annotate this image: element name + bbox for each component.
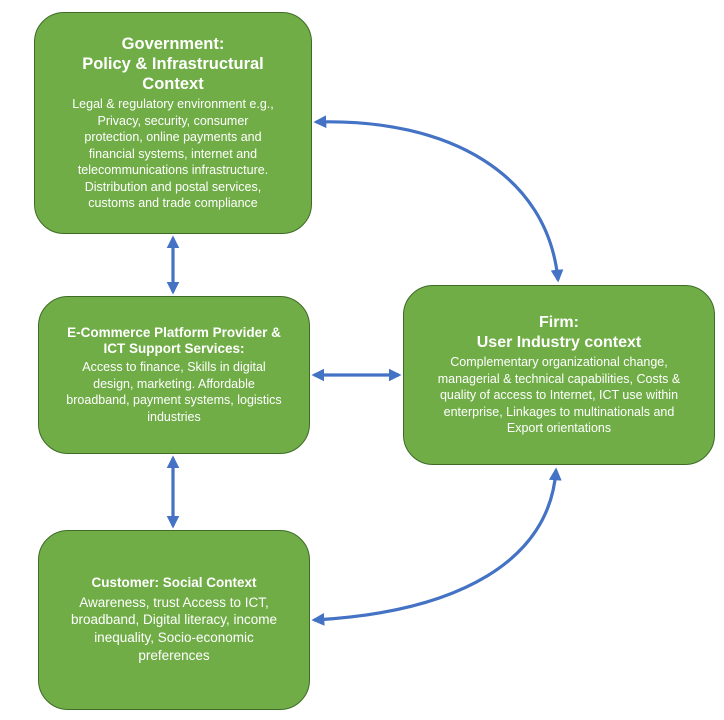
node-customer-body: Awareness, trust Access to ICT, broadban… [70,594,278,664]
node-firm-title: Firm: User Industry context [476,314,642,351]
node-customer-title: Customer: Social Context [91,575,257,591]
edge-government-firm [313,115,564,283]
node-customer: Customer: Social Context Awareness, trus… [38,530,310,710]
node-government-title: Government: Policy & Infrastructural Con… [82,35,264,94]
node-firm: Firm: User Industry context Complementar… [403,285,715,465]
node-firm-body: Complementary organizational change, man… [437,355,681,436]
node-ecommerce-body: Access to finance, Skills in digital des… [66,360,282,424]
node-ecommerce-title: E-Commerce Platform Provider & ICT Suppo… [67,324,281,356]
node-government: Government: Policy & Infrastructural Con… [34,12,312,234]
node-ecommerce: E-Commerce Platform Provider & ICT Suppo… [38,296,310,454]
edge-customer-firm [311,467,562,626]
node-government-body: Legal & regulatory environment e.g., Pri… [72,97,274,211]
